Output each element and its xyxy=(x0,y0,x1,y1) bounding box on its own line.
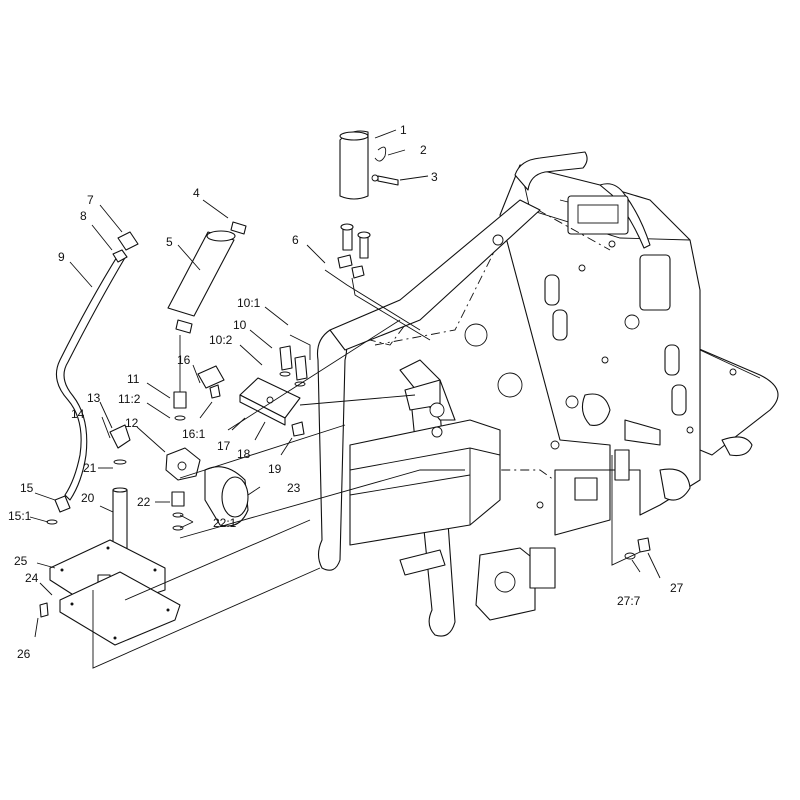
callout-22-1: 22:1 xyxy=(213,516,237,530)
part-2-clip xyxy=(374,146,387,162)
callout-12: 12 xyxy=(125,416,139,430)
leader-lines xyxy=(29,129,661,638)
callout-10-1: 10:1 xyxy=(237,296,261,310)
part-22-fitting xyxy=(171,491,185,531)
part-1-tube xyxy=(339,130,369,200)
callout-11-2: 11:2 xyxy=(118,392,141,406)
callout-27-7: 27:7 xyxy=(617,594,641,608)
callout-1: 1 xyxy=(400,123,407,137)
callout-9: 9 xyxy=(58,250,65,264)
callout-20: 20 xyxy=(81,491,95,505)
callout-14: 14 xyxy=(71,407,85,421)
callout-27: 27 xyxy=(670,581,684,595)
part-17-valve-block xyxy=(239,377,301,426)
callout-19: 19 xyxy=(268,462,282,476)
part-12-filter-head xyxy=(165,447,201,481)
callout-22: 22 xyxy=(137,495,151,509)
callout-10-2: 10:2 xyxy=(209,333,233,347)
callout-21: 21 xyxy=(83,461,97,475)
main-frame xyxy=(316,151,779,637)
callout-18: 18 xyxy=(237,447,251,461)
callout-16: 16 xyxy=(177,353,191,367)
part-27-drain-plug xyxy=(611,455,651,566)
part-5-cylinder xyxy=(167,230,236,334)
part-23-filter xyxy=(204,466,249,527)
callout-16-1: 16:1 xyxy=(182,427,206,441)
callout-13: 13 xyxy=(87,391,101,405)
part-10-fittings xyxy=(279,334,311,387)
callout-24: 24 xyxy=(25,571,39,585)
part-9-hose xyxy=(55,251,127,501)
callout-10: 10 xyxy=(233,318,247,332)
part-21-washer xyxy=(113,459,127,465)
callout-15-1: 15:1 xyxy=(8,509,32,523)
part-19-fitting xyxy=(291,421,305,437)
callout-2: 2 xyxy=(420,143,427,157)
callout-23: 23 xyxy=(287,481,301,495)
reference-lines xyxy=(92,319,465,669)
callout-4: 4 xyxy=(193,186,200,200)
part-24-gasket xyxy=(59,571,181,646)
part-20-tube xyxy=(112,487,128,551)
callout-8: 8 xyxy=(80,209,87,223)
callout-17: 17 xyxy=(217,439,231,453)
callout-25: 25 xyxy=(14,554,28,568)
callout-6: 6 xyxy=(292,233,299,247)
callout-11: 11 xyxy=(127,372,140,386)
callout-26: 26 xyxy=(17,647,31,661)
part-3-pin xyxy=(371,174,399,186)
part-26-bolt xyxy=(39,602,49,618)
part-8-fitting xyxy=(112,249,128,263)
callout-15: 15 xyxy=(20,481,34,495)
part-16-fitting xyxy=(197,365,225,399)
part-4-fitting xyxy=(230,221,247,235)
callout-3: 3 xyxy=(431,170,438,184)
part-13-elbow xyxy=(109,424,131,449)
part-11-fitting xyxy=(173,335,187,421)
callout-7: 7 xyxy=(87,193,94,207)
part-6-fittings xyxy=(324,223,431,341)
part-7-cap xyxy=(117,231,139,251)
callout-labels: 1 2 3 4 5 6 7 8 9 10:1 10 10:2 11 11:2 1… xyxy=(8,123,684,661)
callout-5: 5 xyxy=(166,235,173,249)
part-15-fitting xyxy=(46,495,71,525)
